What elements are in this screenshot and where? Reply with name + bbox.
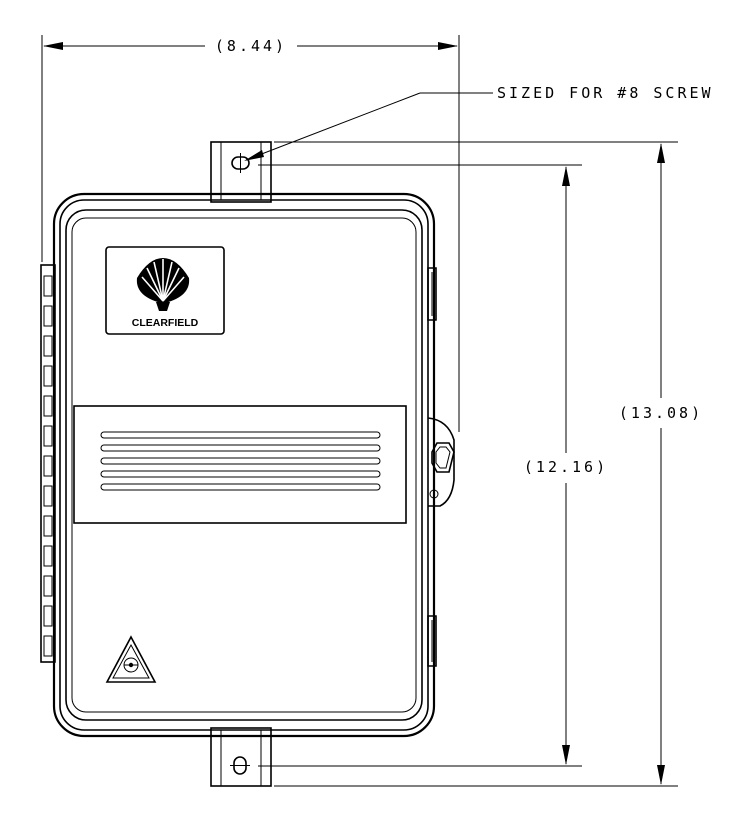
vent-slot xyxy=(100,431,381,439)
vent-slot xyxy=(100,483,381,491)
hinge-knuckle xyxy=(43,425,53,447)
hinge-knuckle xyxy=(43,275,53,297)
screw-callout: SIZED FOR #8 SCREW xyxy=(244,84,714,161)
vent-slot xyxy=(100,470,381,478)
enclosure-door-frame xyxy=(65,209,423,721)
hinge-knuckle xyxy=(43,545,53,567)
hinge-knuckle xyxy=(43,305,53,327)
total-height-dimension: (13.08) xyxy=(274,141,703,787)
vent-band xyxy=(73,405,407,524)
hinge-knuckle xyxy=(43,605,53,627)
width-arrow-right xyxy=(438,42,458,50)
vent-slot xyxy=(100,444,381,452)
vent-slot xyxy=(100,457,381,465)
vent-band-panel xyxy=(73,405,407,524)
hinge-knuckle xyxy=(43,635,53,657)
total-height-arrow-bottom xyxy=(657,765,665,785)
warning-triangle-outer xyxy=(105,635,157,683)
top-tab-plate xyxy=(210,141,272,203)
mount-spacing-dimension: (12.16) xyxy=(258,164,608,767)
hinge-knuckle xyxy=(43,575,53,597)
top-mounting-tab xyxy=(210,141,272,203)
hinge-knuckle xyxy=(43,335,53,357)
hinge-knuckle xyxy=(43,515,53,537)
width-arrow-left xyxy=(43,42,63,50)
mount-spacing-arrow-top xyxy=(562,166,570,186)
enclosure-door-panel xyxy=(71,217,417,713)
clearfield-shell-logo xyxy=(136,258,190,311)
logo-brand-text: CLEARFIELD xyxy=(132,317,199,329)
bottom-mounting-tab xyxy=(210,727,272,787)
hinge-knuckle xyxy=(43,395,53,417)
mount-spacing-arrow-bottom xyxy=(562,745,570,765)
latch-hex-bolt xyxy=(431,442,455,473)
padlock-latch xyxy=(427,417,455,507)
width-dimension: (8.44) xyxy=(41,35,460,432)
hinge-knuckle xyxy=(43,365,53,387)
bottom-tab-plate xyxy=(210,727,272,787)
warning-triangle-inner xyxy=(112,643,150,679)
logo-plate: CLEARFIELD xyxy=(105,246,225,335)
callout-leader-diagonal xyxy=(245,92,421,161)
enclosure-shell-rim xyxy=(59,199,429,731)
mount-spacing-label: (12.16) xyxy=(524,458,608,476)
logo-shell-base xyxy=(156,302,170,311)
logo-plate-border xyxy=(105,246,225,335)
latch-bracket xyxy=(427,417,455,507)
hinge-knuckle xyxy=(43,455,53,477)
latch-hex-inner xyxy=(435,446,451,469)
enclosure-body xyxy=(52,192,436,738)
callout-note: SIZED FOR #8 SCREW xyxy=(497,84,714,102)
total-height-arrow-top xyxy=(657,143,665,163)
hinge-knuckle xyxy=(43,485,53,507)
width-dimension-label: (8.44) xyxy=(215,37,287,55)
enclosure-outer-shell xyxy=(52,192,436,738)
fiber-warning-symbol xyxy=(105,635,157,683)
total-height-label: (13.08) xyxy=(619,404,703,422)
callout-arrowhead xyxy=(244,150,264,161)
